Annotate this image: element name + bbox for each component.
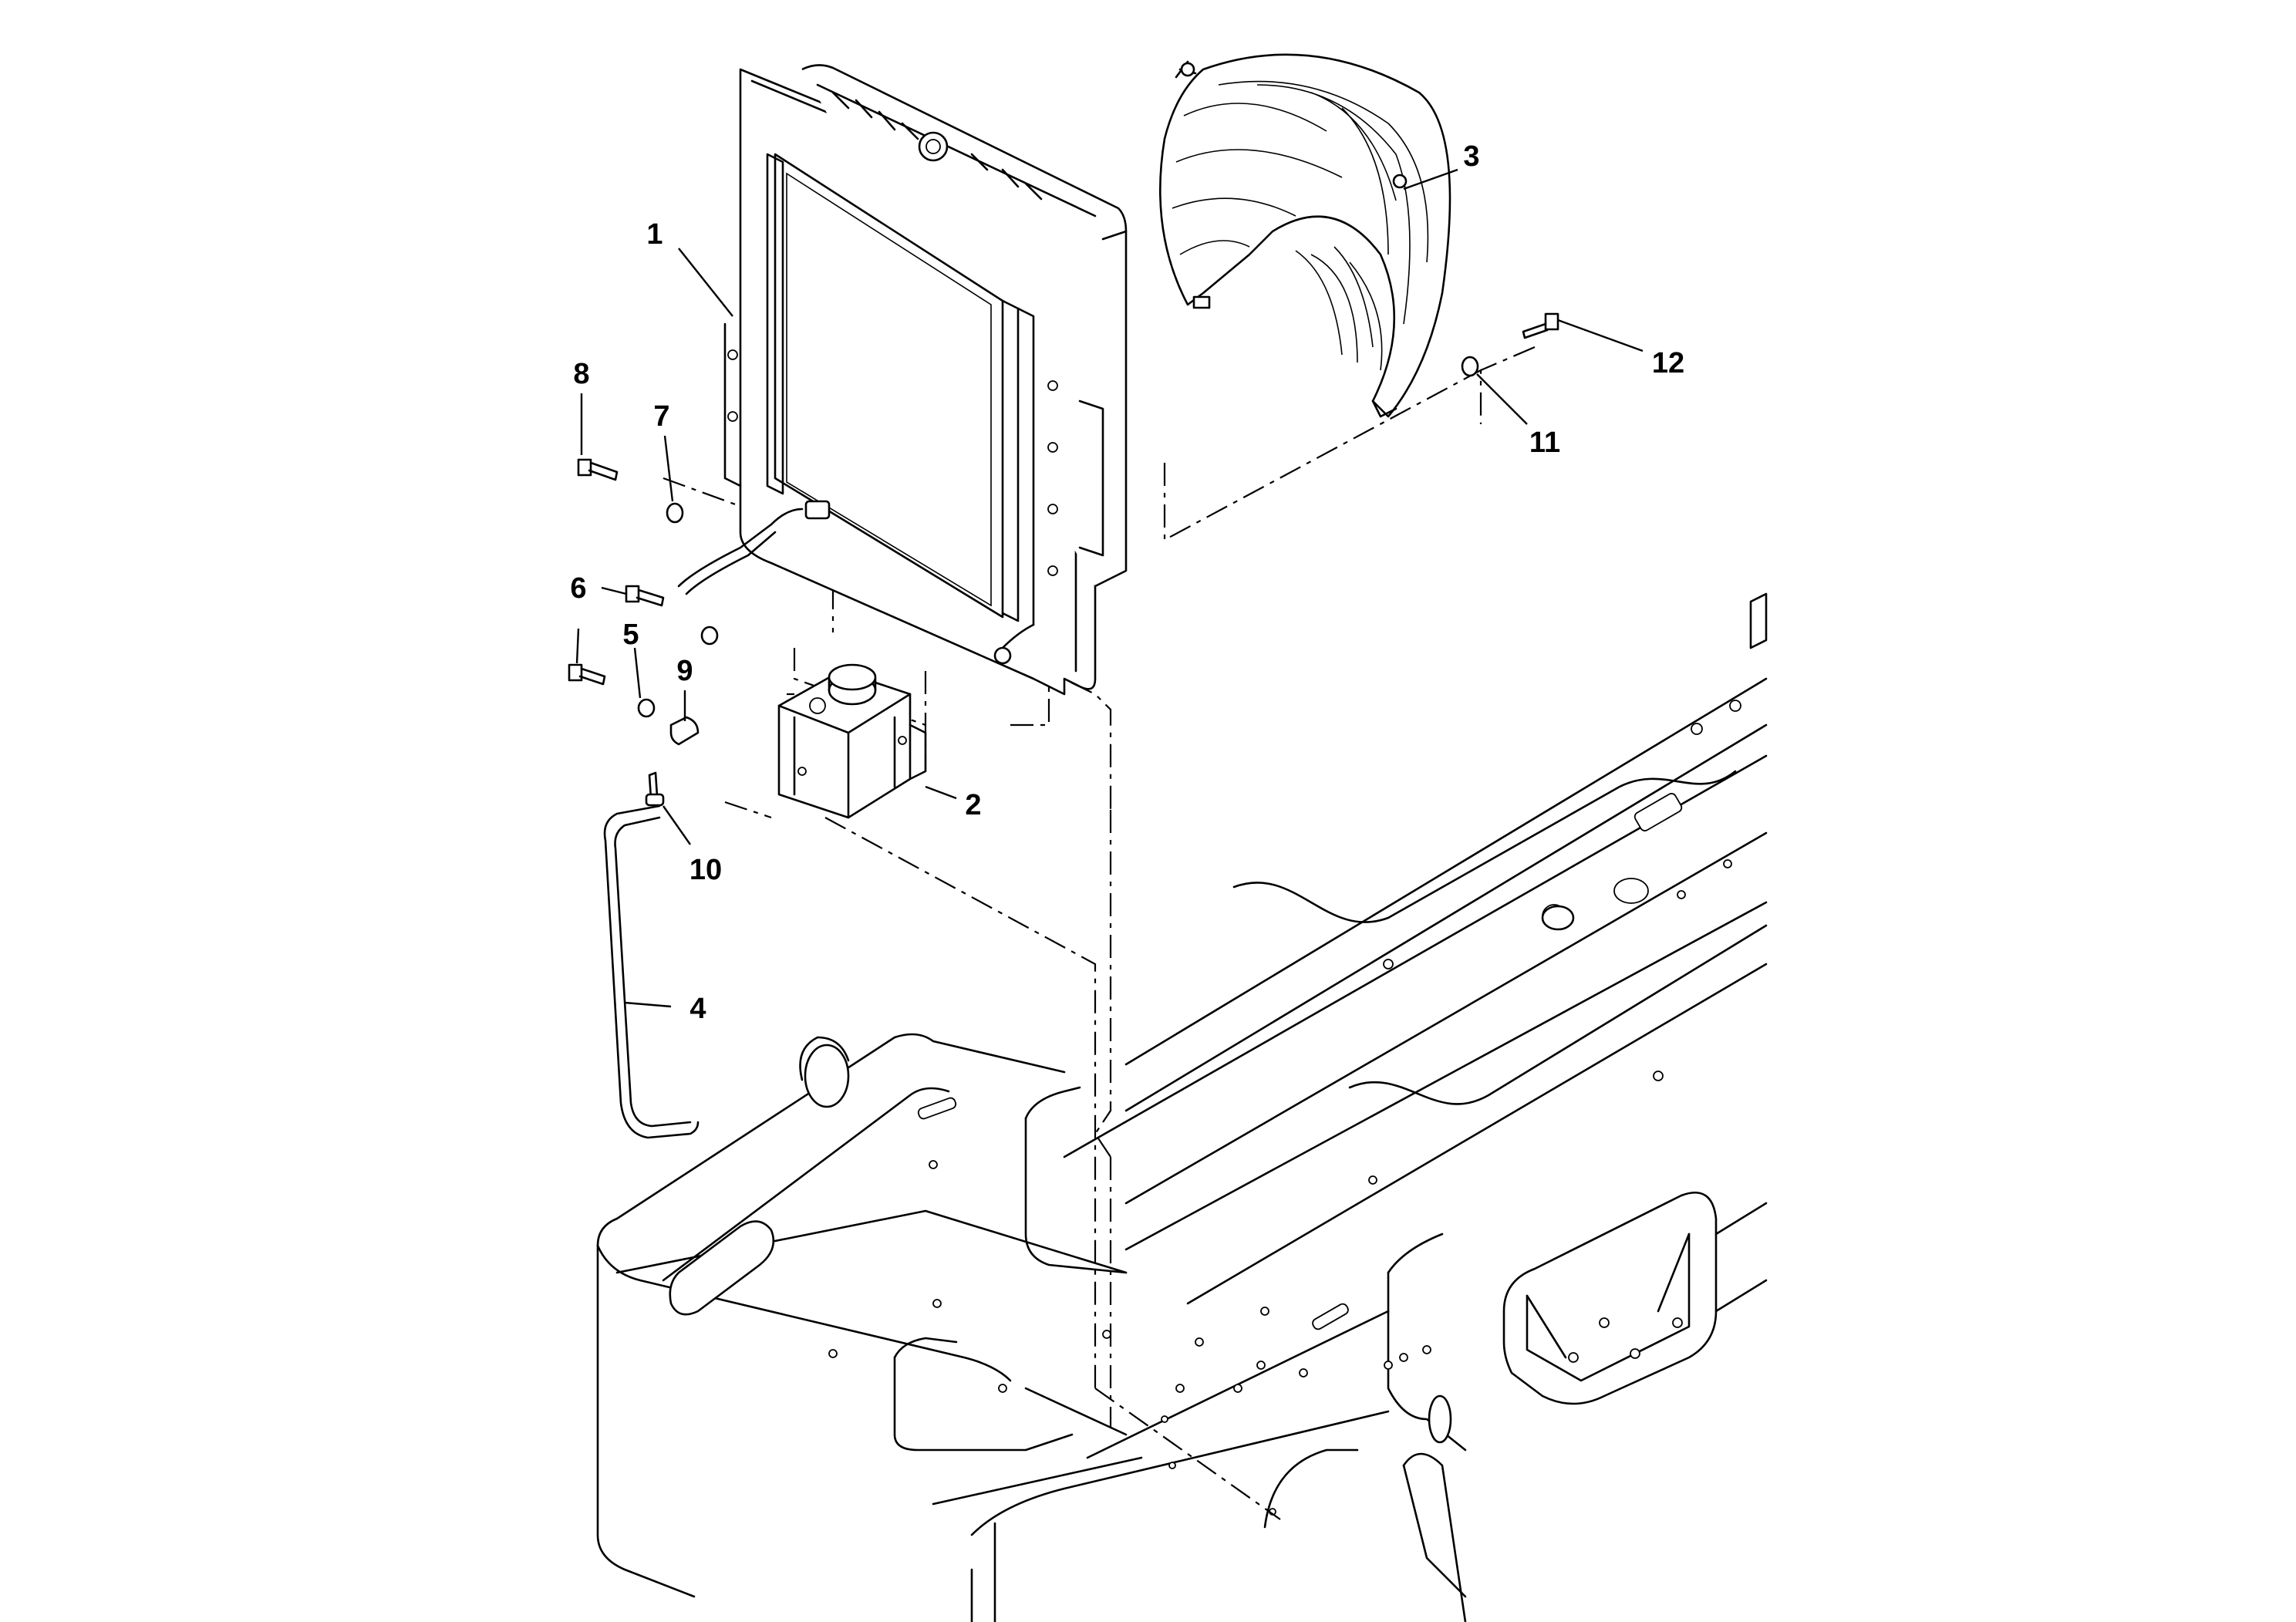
- fitting-10: [645, 771, 665, 807]
- washer-5-lower: [637, 698, 656, 718]
- svg-text:10: 10: [689, 854, 722, 886]
- callout-3: 3: [1403, 140, 1480, 191]
- callout-10: 10: [663, 805, 722, 886]
- svg-text:7: 7: [653, 400, 669, 433]
- coolant-tank: [777, 663, 927, 819]
- svg-text:2: 2: [965, 789, 981, 821]
- svg-text:9: 9: [676, 655, 693, 687]
- radiator: [677, 64, 1128, 696]
- callout-5: 5: [622, 619, 642, 699]
- callout-7: 7: [653, 400, 674, 502]
- svg-text:3: 3: [1463, 140, 1479, 173]
- callout-9: 9: [676, 655, 693, 721]
- washer-5-upper: [700, 626, 719, 646]
- callout-2: 2: [925, 785, 982, 821]
- callout-8: 8: [573, 358, 590, 455]
- fasteners: [568, 312, 1575, 931]
- callout-4: 4: [624, 993, 706, 1025]
- svg-text:12: 12: [1652, 347, 1684, 379]
- callouts: 1 2 3 4 5 6 7 8: [570, 140, 1684, 1025]
- svg-text:6: 6: [570, 572, 586, 605]
- callout-11: 11: [1476, 373, 1560, 459]
- chassis-frame: [596, 592, 1768, 1622]
- overflow-hose: [603, 804, 700, 1139]
- bolt-6-lower: [568, 663, 606, 686]
- clip-9: [669, 716, 700, 746]
- fan-guard: [1159, 53, 1451, 418]
- frame-nut: [1541, 905, 1575, 931]
- bolt-12: [1522, 312, 1559, 339]
- callout-1: 1: [646, 218, 733, 317]
- bolt-8: [577, 458, 619, 481]
- svg-text:5: 5: [622, 619, 639, 651]
- svg-text:8: 8: [573, 358, 589, 390]
- bolt-6-upper: [625, 585, 665, 607]
- washer-11: [1461, 356, 1479, 377]
- callout-12: 12: [1557, 319, 1684, 379]
- washer-7: [666, 502, 684, 524]
- callout-6: 6: [570, 572, 627, 664]
- svg-text:11: 11: [1529, 427, 1560, 459]
- svg-text:1: 1: [646, 218, 663, 251]
- svg-text:4: 4: [689, 993, 706, 1025]
